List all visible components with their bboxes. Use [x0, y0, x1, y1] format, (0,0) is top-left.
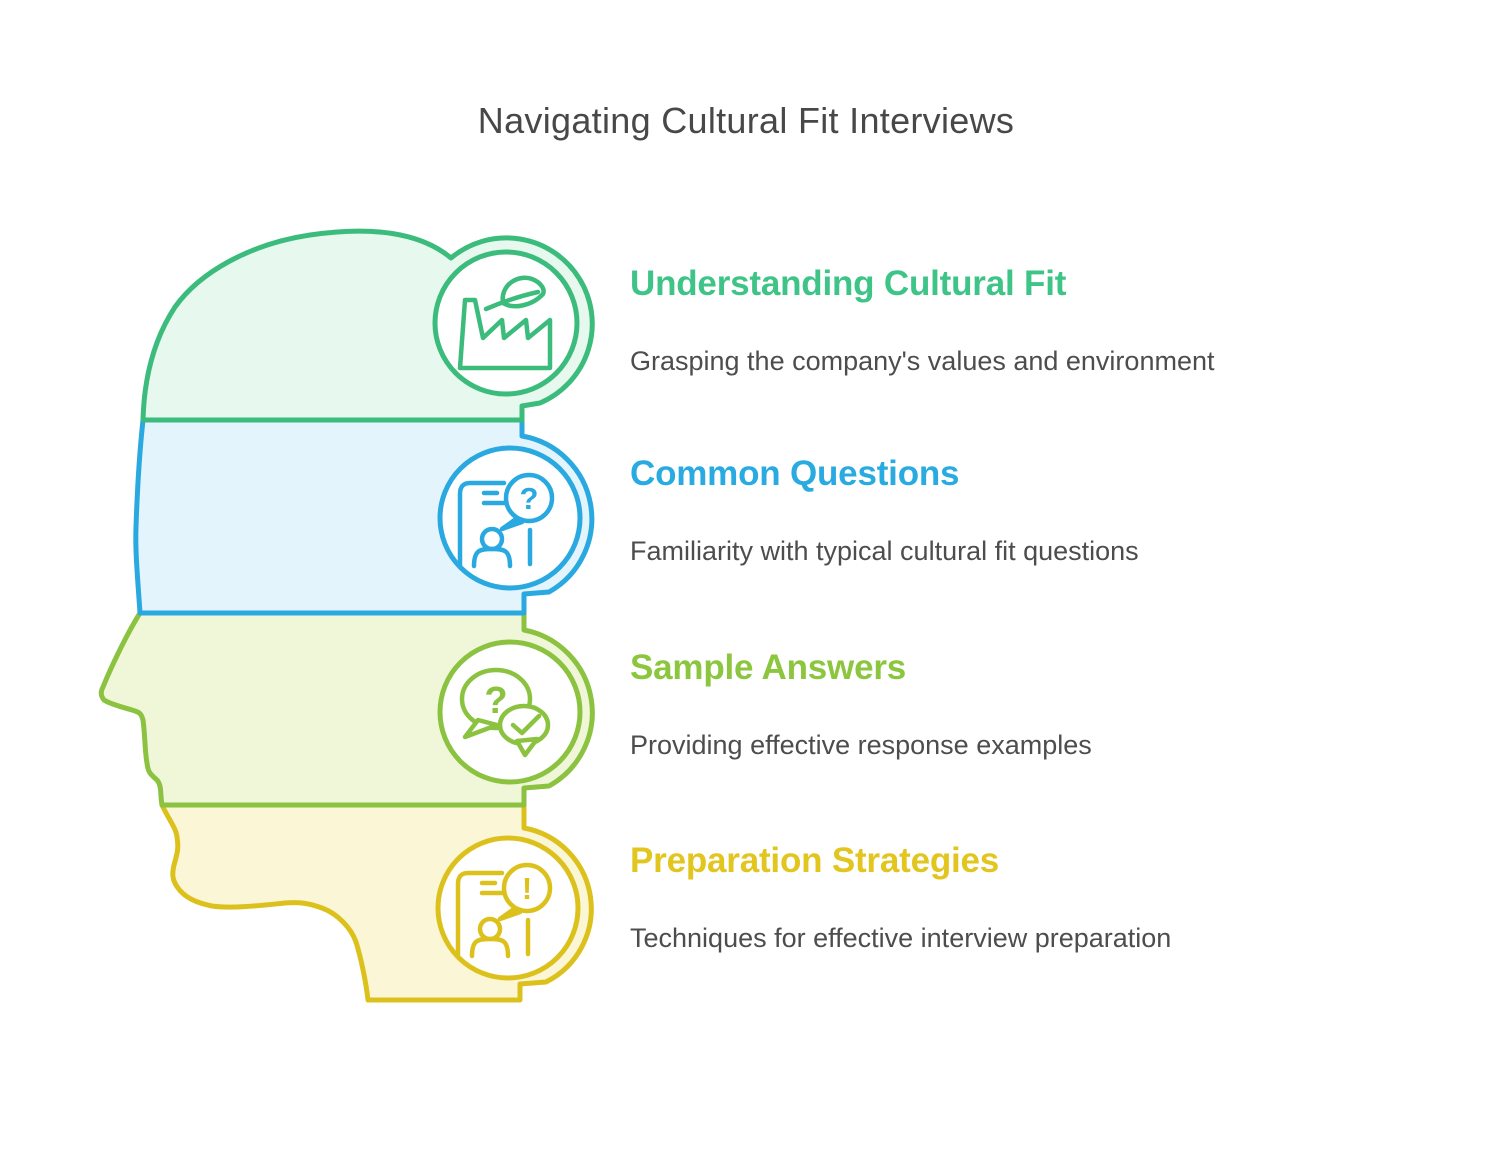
check-bubble-tail — [514, 736, 540, 758]
section-heading: Sample Answers — [630, 648, 907, 687]
person-shoulders — [469, 936, 511, 959]
section-description: Techniques for effective interview prepa… — [630, 923, 1172, 953]
question-mark: ? — [484, 680, 507, 722]
exclamation-mark: ! — [522, 871, 532, 906]
question-check-bubbles-icon: ? — [459, 667, 551, 758]
speech-bubble — [503, 472, 555, 524]
speech-bubble-tail — [499, 516, 525, 532]
icon-circle-understanding — [432, 249, 580, 397]
phone-panel — [455, 870, 505, 959]
section-common-questions: Common Questions Familiarity with typica… — [630, 454, 1470, 568]
phone-panel — [457, 480, 507, 569]
alert-dialog-icon: ! — [455, 862, 553, 959]
head-profile-diagram: ? ? ! — [98, 228, 595, 1003]
section-preparation-strategies: Preparation Strategies Techniques for ef… — [630, 841, 1470, 955]
leaf-outline — [500, 275, 546, 309]
section-heading: Common Questions — [630, 454, 960, 493]
section-description: Providing effective response examples — [630, 730, 1092, 760]
section-description: Familiarity with typical cultural fit qu… — [630, 536, 1139, 566]
check-mark — [510, 713, 542, 736]
leaf-stem-line — [483, 289, 541, 312]
question-mark: ? — [520, 481, 539, 516]
section-heading: Understanding Cultural Fit — [630, 264, 1067, 303]
question-bubble-tail — [462, 717, 500, 740]
eco-factory-icon — [457, 275, 553, 371]
person-shoulders — [471, 546, 513, 569]
question-dialog-icon: ? — [457, 472, 555, 569]
speech-bubble-tail — [497, 906, 523, 922]
section-understanding-cultural-fit: Understanding Cultural Fit Grasping the … — [630, 264, 1470, 378]
page-title: Navigating Cultural Fit Interviews — [477, 100, 1015, 141]
section-sample-answers: Sample Answers Providing effective respo… — [630, 648, 1470, 762]
section-description: Grasping the company's values and enviro… — [630, 346, 1215, 376]
speech-bubble — [501, 862, 553, 914]
factory-outline — [457, 297, 553, 371]
question-bubble — [459, 667, 533, 731]
section-heading: Preparation Strategies — [630, 841, 1000, 880]
